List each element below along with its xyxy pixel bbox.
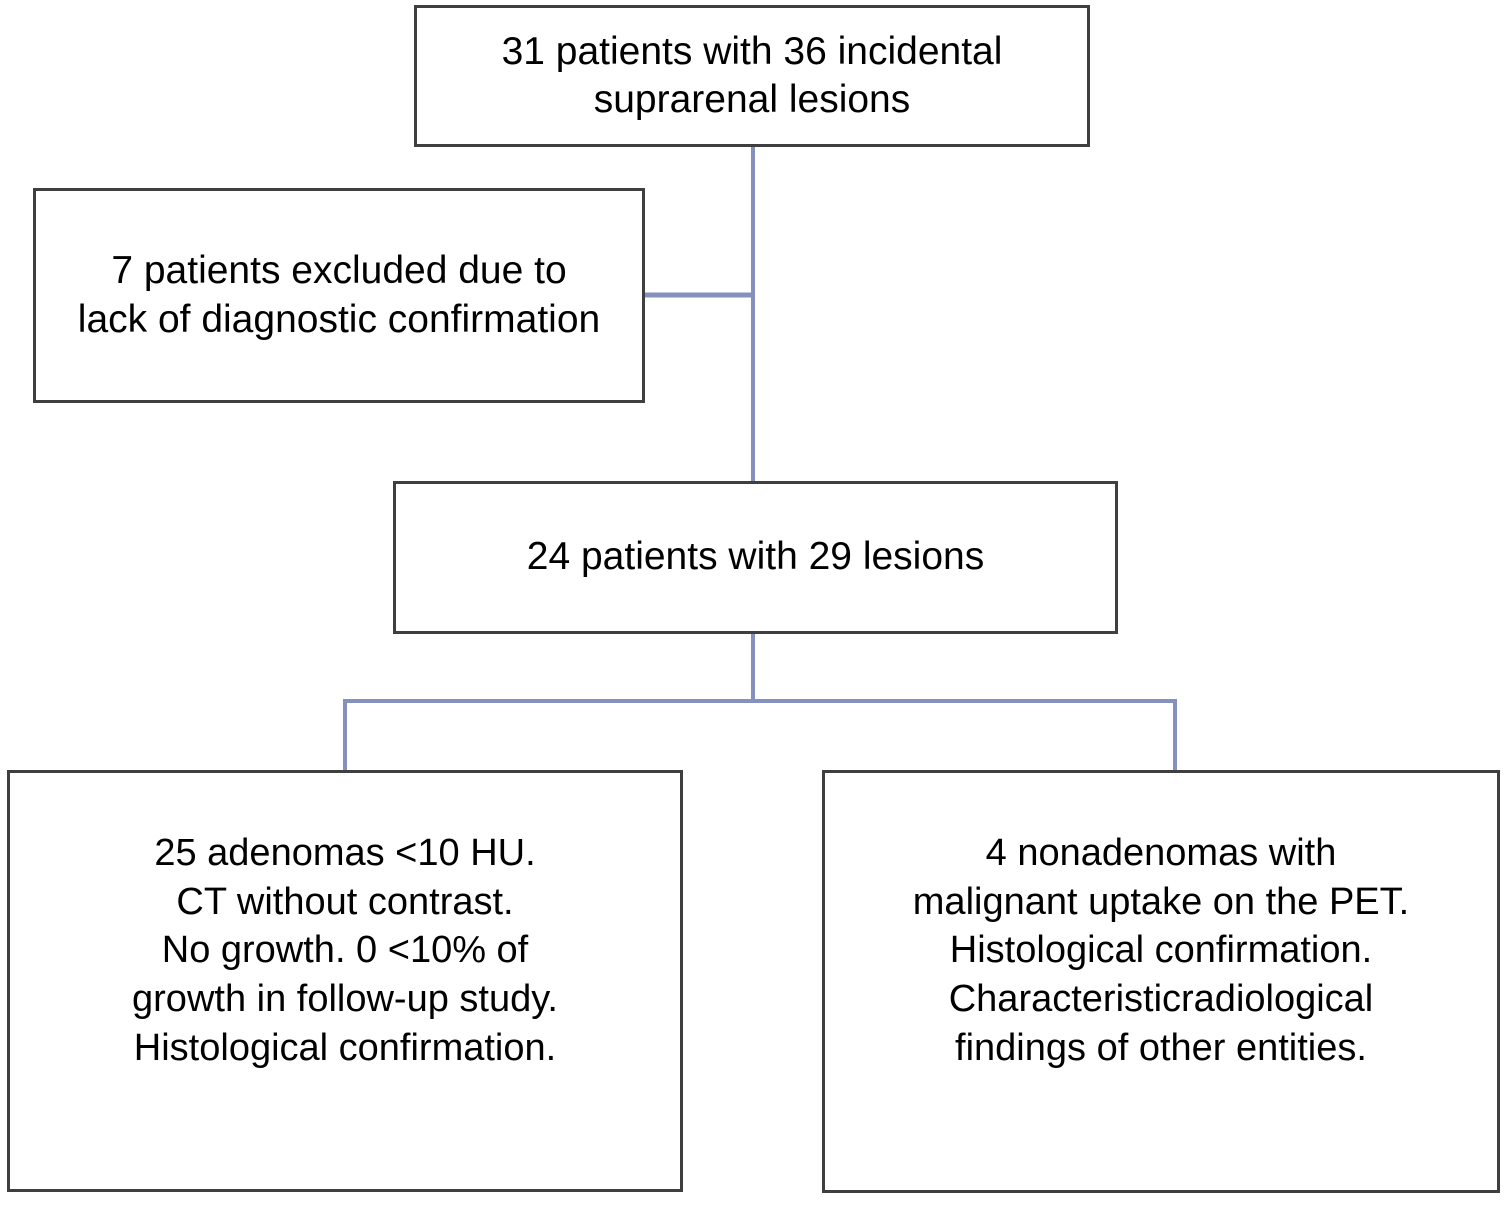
root-node-label: 31 patients with 36 incidental suprarena… bbox=[501, 30, 1003, 121]
excluded-node-label: 7 patients excluded due to lack of diagn… bbox=[77, 249, 601, 341]
adenomas-node: 25 adenomas <10 HU. CT without contrast.… bbox=[7, 770, 683, 1192]
root-node: 31 patients with 36 incidental suprarena… bbox=[414, 5, 1090, 147]
nonadenomas-node: 4 nonadenomas with malignant uptake on t… bbox=[822, 770, 1500, 1193]
nonadenomas-node-label: 4 nonadenomas with malignant uptake on t… bbox=[912, 832, 1410, 1069]
adenomas-node-label: 25 adenomas <10 HU. CT without contrast.… bbox=[132, 832, 558, 1069]
excluded-node: 7 patients excluded due to lack of diagn… bbox=[33, 188, 645, 403]
included-node: 24 patients with 29 lesions bbox=[393, 481, 1118, 634]
included-node-label: 24 patients with 29 lesions bbox=[526, 535, 985, 579]
